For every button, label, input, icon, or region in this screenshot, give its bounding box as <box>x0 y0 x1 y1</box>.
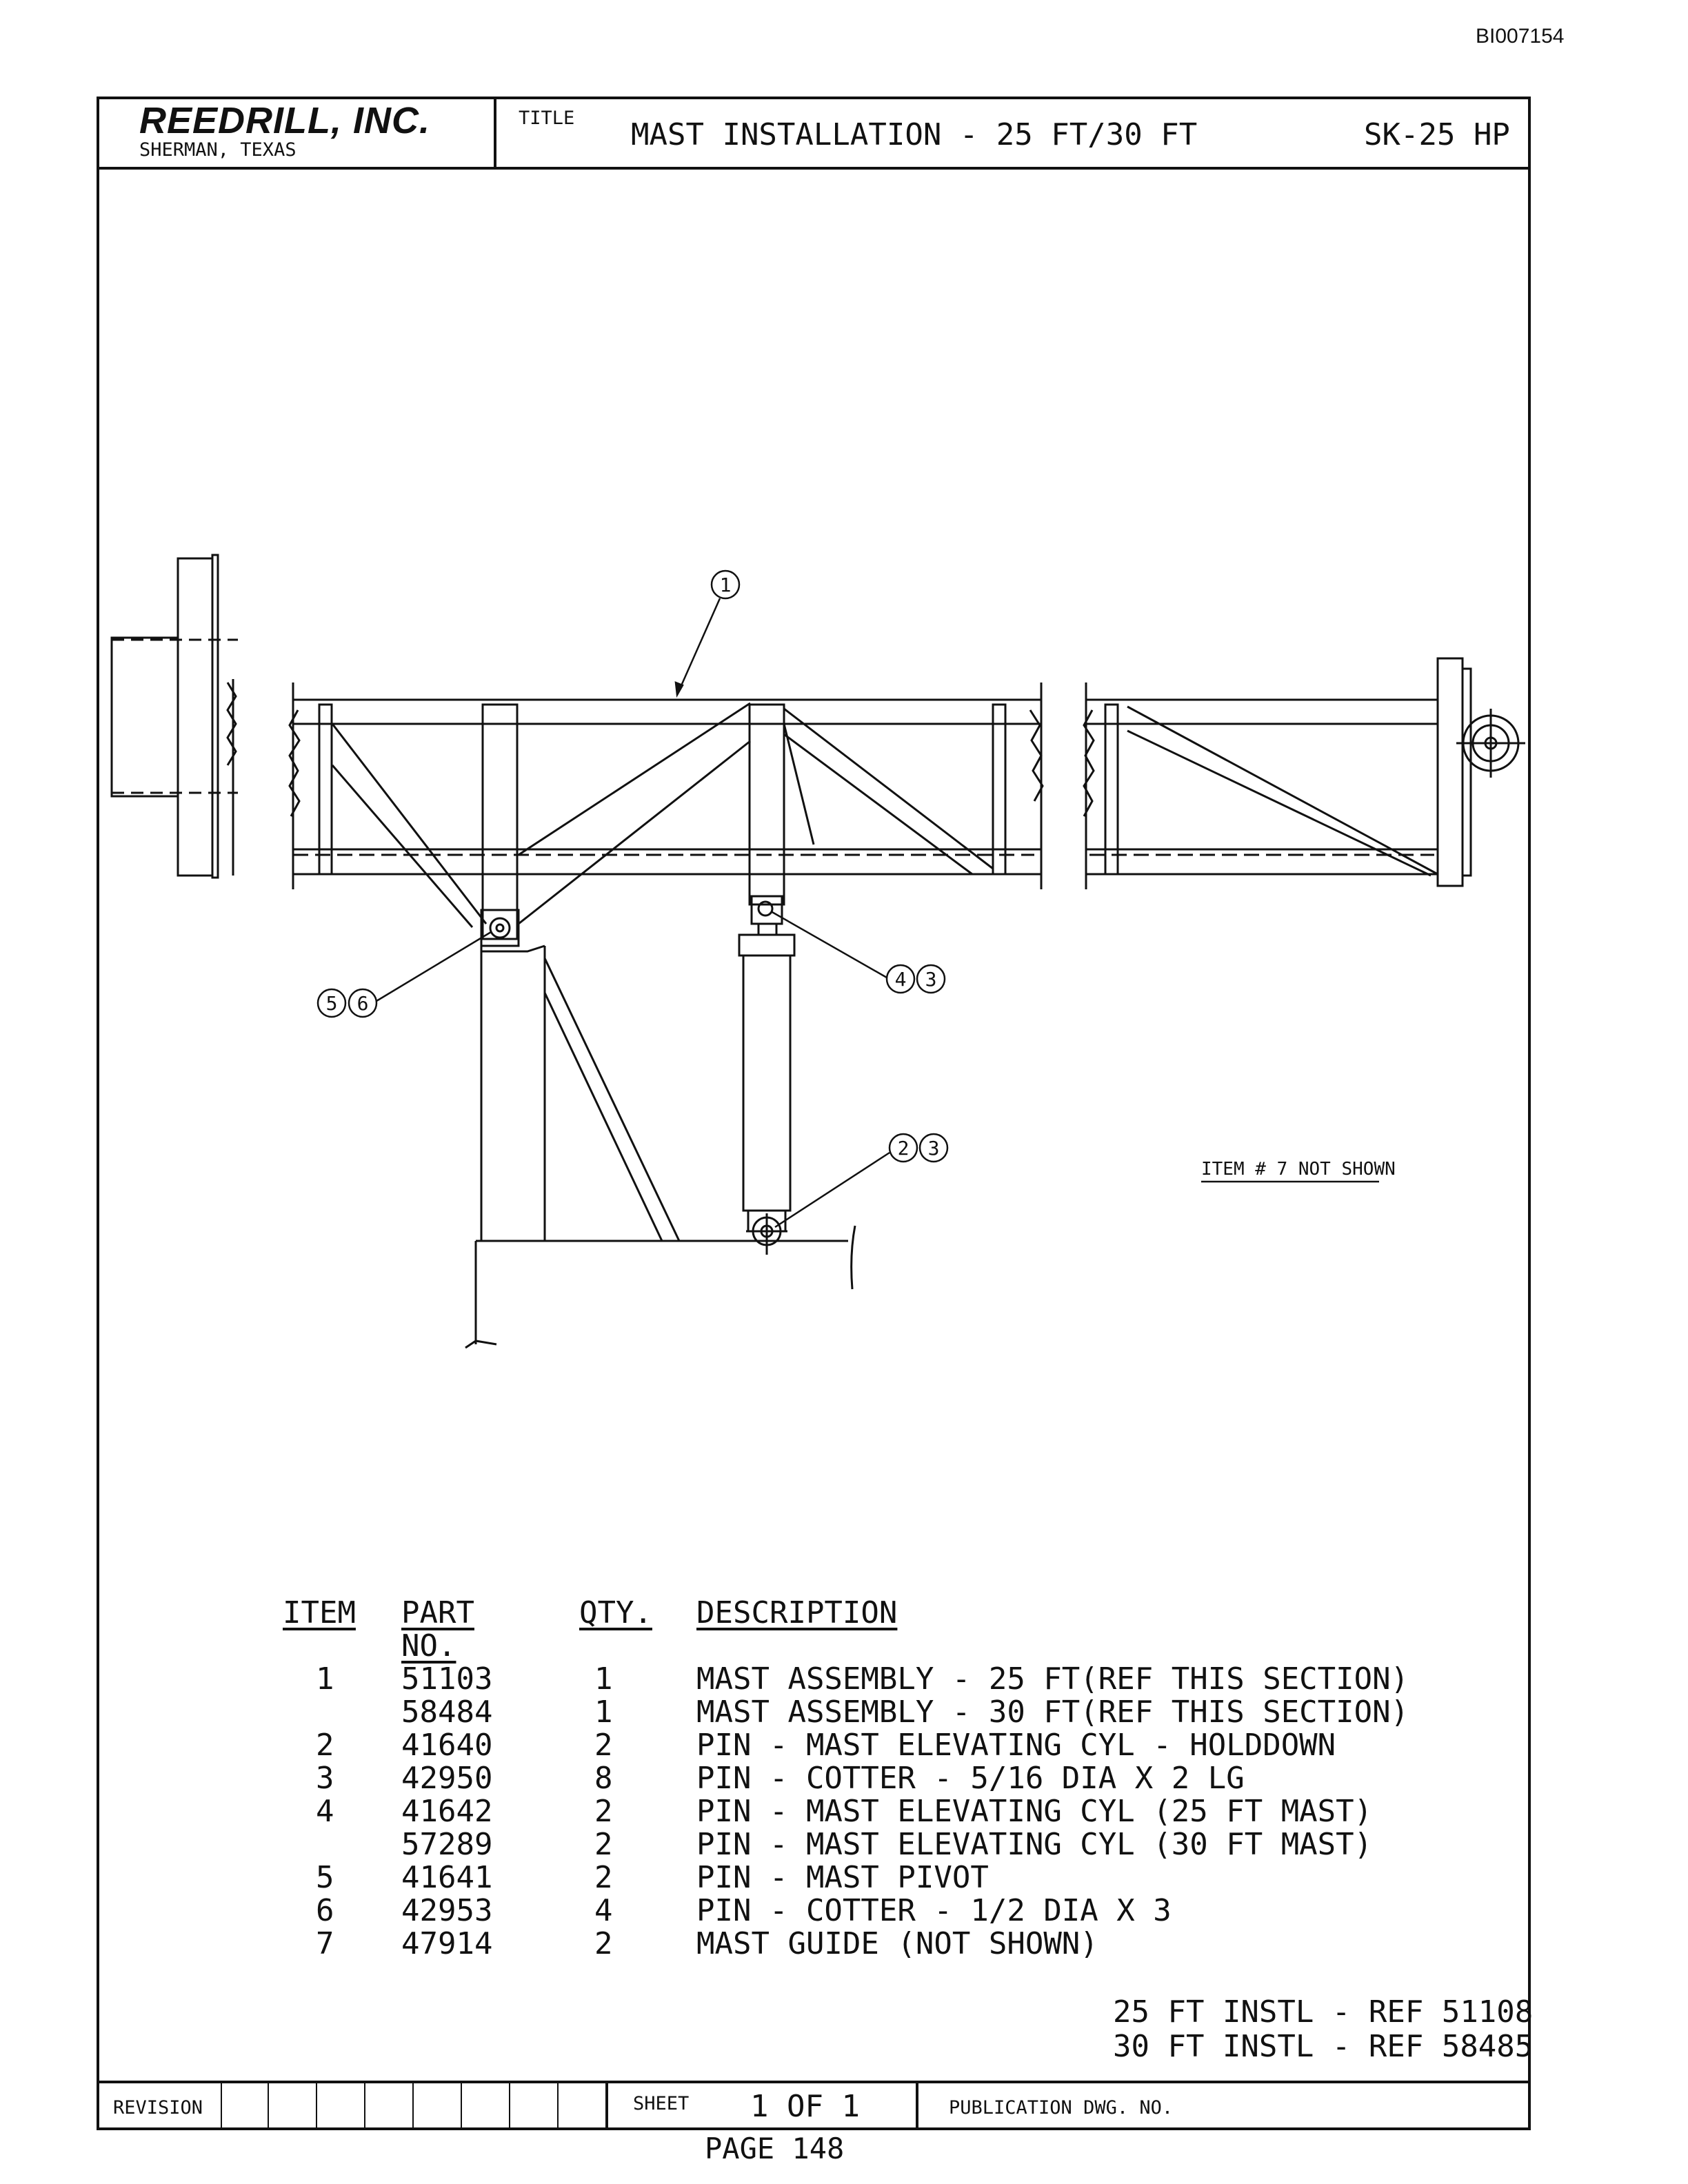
row-8-desc: PIN - COTTER - 1/2 DIA X 3 <box>696 1893 1172 1928</box>
drawing-frame <box>97 97 1531 2130</box>
revision-cell-divider <box>364 2083 365 2130</box>
mast-pivot-tower <box>480 909 681 1242</box>
revision-cell-divider <box>412 2083 414 2130</box>
row-1-item: 1 <box>316 1661 334 1697</box>
row-7-part: 41641 <box>401 1860 493 1895</box>
row-3-part: 41640 <box>401 1728 493 1763</box>
row-1-qty: 1 <box>594 1661 613 1697</box>
row-2-qty: 1 <box>594 1695 613 1730</box>
revision-label: REVISION <box>113 2097 203 2119</box>
row-7-desc: PIN - MAST PIVOT <box>696 1860 989 1895</box>
left-end-flange <box>110 554 238 879</box>
revision-cell-divider <box>316 2083 317 2130</box>
header-qty: QTY. <box>579 1595 652 1630</box>
row-5-part: 41642 <box>401 1794 493 1829</box>
page-number: PAGE 148 <box>705 2132 845 2165</box>
row-4-desc: PIN - COTTER - 5/16 DIA X 2 LG <box>696 1761 1245 1796</box>
row-8-item: 6 <box>316 1893 334 1928</box>
header-description: DESCRIPTION <box>696 1595 898 1630</box>
row-4-qty: 8 <box>594 1761 613 1796</box>
sheet-label: SHEET <box>633 2093 690 2114</box>
elevating-cylinder <box>738 895 796 1255</box>
row-1-part: 51103 <box>401 1661 493 1697</box>
company-cell: REEDRILL, INC. SHERMAN, TEXAS <box>97 97 496 167</box>
title-block: REEDRILL, INC. SHERMAN, TEXAS TITLE MAST… <box>97 97 1531 170</box>
ref-25ft: 25 FT INSTL - REF 51108 <box>1113 1994 1534 2030</box>
drawing-note: ITEM # 7 NOT SHOWN <box>1201 1159 1396 1183</box>
revision-cell-divider <box>461 2083 462 2130</box>
callout-balloons <box>316 569 949 1228</box>
machine-deck <box>465 1225 856 1349</box>
row-4-part: 42950 <box>401 1761 493 1796</box>
header-part-no: PART NO. <box>401 1595 474 1664</box>
row-3-item: 2 <box>316 1728 334 1763</box>
row-9-item: 7 <box>316 1926 334 1961</box>
callout-4: 4 <box>895 968 907 991</box>
revision-cell-divider <box>268 2083 269 2130</box>
ref-30ft: 30 FT INSTL - REF 58485 <box>1113 2029 1534 2064</box>
row-9-qty: 2 <box>594 1926 613 1961</box>
sheet-divider <box>605 2083 608 2130</box>
row-2-desc: MAST ASSEMBLY - 30 FT(REF THIS SECTION) <box>696 1695 1409 1730</box>
row-8-qty: 4 <box>594 1893 613 1928</box>
row-3-qty: 2 <box>594 1728 613 1763</box>
callout-3: 3 <box>925 968 937 991</box>
company-location: SHERMAN, TEXAS <box>139 139 297 161</box>
company-name: REEDRILL, INC. <box>139 100 431 141</box>
publication-divider <box>916 2083 918 2130</box>
row-5-item: 4 <box>316 1794 334 1829</box>
row-9-part: 47914 <box>401 1926 493 1961</box>
revision-cell-divider <box>221 2083 222 2130</box>
row-4-item: 3 <box>316 1761 334 1796</box>
document-id: BI007154 <box>1476 25 1565 48</box>
callout-1: 1 <box>720 574 732 596</box>
mast-frame-left <box>288 682 1044 940</box>
revision-cell-divider <box>509 2083 510 2130</box>
row-8-part: 42953 <box>401 1893 493 1928</box>
bottom-title-block: REVISION SHEET 1 OF 1 PUBLICATION DWG. N… <box>97 2081 1531 2130</box>
reference-lines: 25 FT INSTL - REF 51108 30 FT INSTL - RE… <box>1113 1995 1533 2064</box>
callout-numbers: 1 5 6 4 3 2 3 <box>326 574 940 1160</box>
sheet-value: 1 OF 1 <box>750 2089 860 2124</box>
row-6-part: 57289 <box>401 1827 493 1862</box>
header-item: ITEM <box>283 1595 356 1630</box>
row-5-qty: 2 <box>594 1794 613 1829</box>
row-3-desc: PIN - MAST ELEVATING CYL - HOLDDOWN <box>696 1728 1336 1763</box>
title-label: TITLE <box>519 108 575 129</box>
item-7-note: ITEM # 7 NOT SHOWN <box>1201 1159 1396 1180</box>
callout-3-lower: 3 <box>928 1137 940 1160</box>
callout-6: 6 <box>357 992 369 1015</box>
row-7-qty: 2 <box>594 1860 613 1895</box>
row-6-qty: 2 <box>594 1827 613 1862</box>
mast-installation-drawing: 1 5 6 4 3 2 3 ITEM # 7 NOT SHOWN <box>110 554 1525 1349</box>
publication-label: PUBLICATION DWG. NO. <box>949 2097 1174 2119</box>
model-number: SK-25 HP <box>1364 117 1510 152</box>
mast-frame-right <box>1083 657 1525 889</box>
row-1-desc: MAST ASSEMBLY - 25 FT(REF THIS SECTION) <box>696 1661 1409 1697</box>
row-2-part: 58484 <box>401 1695 493 1730</box>
callout-5: 5 <box>326 992 338 1015</box>
revision-cell-divider <box>557 2083 559 2130</box>
row-7-item: 5 <box>316 1860 334 1895</box>
row-9-desc: MAST GUIDE (NOT SHOWN) <box>696 1926 1098 1961</box>
callout-2: 2 <box>898 1137 910 1160</box>
drawing-title: MAST INSTALLATION - 25 FT/30 FT <box>631 117 1198 152</box>
row-6-desc: PIN - MAST ELEVATING CYL (30 FT MAST) <box>696 1827 1373 1862</box>
row-5-desc: PIN - MAST ELEVATING CYL (25 FT MAST) <box>696 1794 1373 1829</box>
